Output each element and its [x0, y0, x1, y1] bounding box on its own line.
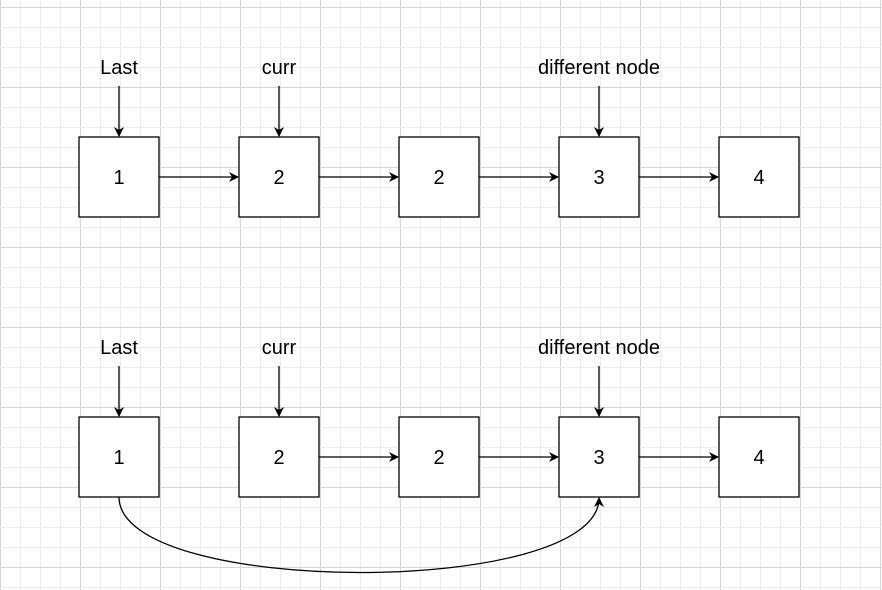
pointer-label: curr: [262, 57, 297, 79]
list-node-box: [398, 416, 480, 498]
pointer-label: different node: [538, 57, 660, 79]
list-node-box: [78, 416, 160, 498]
linked-list-diagram-2: 1 2 2 3 4 Last curr different node: [78, 337, 800, 574]
list-node: 2: [398, 136, 480, 218]
list-node-value: 2: [273, 447, 284, 469]
list-node-box: [558, 136, 640, 218]
list-node-box: [398, 136, 480, 218]
list-node-value: 2: [433, 447, 444, 469]
list-node-value: 4: [753, 447, 764, 469]
list-node-value: 3: [593, 447, 604, 469]
list-node: 3: [558, 416, 640, 498]
pointer-label: curr: [262, 337, 297, 359]
list-node-box: [718, 416, 800, 498]
list-node-box: [238, 136, 320, 218]
list-node-value: 4: [753, 167, 764, 189]
list-node: 2: [398, 416, 480, 498]
list-node: 2: [238, 136, 320, 218]
list-node-box: [238, 416, 320, 498]
list-node-box: [718, 136, 800, 218]
skip-link-curved-arrow: [118, 496, 604, 574]
pointer-label: Last: [100, 57, 138, 79]
list-node: 3: [558, 136, 640, 218]
list-node-value: 3: [593, 167, 604, 189]
list-node: 2: [238, 416, 320, 498]
list-node: 1: [78, 416, 160, 498]
list-node-box: [558, 416, 640, 498]
list-node-value: 2: [433, 167, 444, 189]
list-node: 4: [718, 136, 800, 218]
list-node: 4: [718, 416, 800, 498]
list-node-value: 1: [113, 447, 124, 469]
list-node-box: [78, 136, 160, 218]
list-node-value: 1: [113, 167, 124, 189]
list-node-value: 2: [273, 167, 284, 189]
pointer-label: Last: [100, 337, 138, 359]
pointer-label: different node: [538, 337, 660, 359]
linked-list-diagram-1: 1 2 2 3 4 Last curr different node: [78, 57, 800, 218]
list-node: 1: [78, 136, 160, 218]
